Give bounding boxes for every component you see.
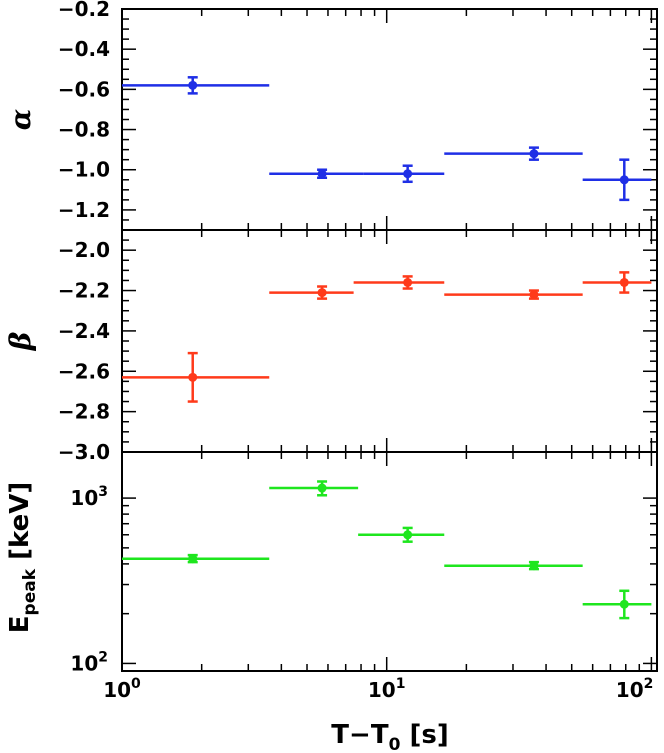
y-tick-label: −1.0 [58, 158, 110, 182]
y-tick-label: −1.2 [58, 198, 110, 222]
point-marker [403, 169, 413, 179]
point-marker [619, 599, 629, 609]
point-marker [188, 80, 198, 90]
point-marker [188, 554, 198, 564]
data-point [269, 285, 354, 300]
y-tick-label: −2.0 [58, 238, 110, 262]
y-tick-label: −0.4 [58, 37, 110, 61]
panel-frame [121, 451, 658, 672]
data-point [582, 589, 652, 620]
data-point [582, 158, 652, 202]
x-tick-label: 102 [616, 676, 654, 702]
panels-group: −1.2 −1.0 −0.8 −0.6 −0.4 −0.2 α −3.0 −2.8 −2.6 −2.… [4, 0, 658, 675]
panel-frame [121, 8, 658, 231]
data-point [353, 275, 445, 290]
y-tick-label: −2.4 [58, 319, 110, 343]
y-tick-label: −0.6 [58, 77, 110, 101]
data-point [122, 351, 270, 403]
data-point [582, 271, 652, 294]
point-marker [529, 561, 539, 571]
point-marker [403, 530, 413, 540]
data-point [358, 526, 445, 543]
panel-beta: −3.0 −2.8 −2.6 −2.4 −2.2 −2.0 β [4, 229, 658, 464]
x-tick-label: 100 [103, 676, 141, 702]
point-marker [317, 483, 327, 493]
point-marker [619, 277, 629, 287]
point-marker [188, 372, 198, 382]
y-axis-title: α [4, 109, 37, 131]
data-point [444, 289, 583, 300]
y-tick-label: 102 [70, 649, 108, 675]
y-tick-label: −0.8 [58, 118, 110, 142]
point-marker [529, 290, 539, 300]
point-marker [619, 175, 629, 185]
y-tick-label: −2.8 [58, 400, 110, 424]
panel-alpha: −1.2 −1.0 −0.8 −0.6 −0.4 −0.2 α [4, 0, 658, 231]
data-point [269, 168, 364, 180]
point-marker [317, 169, 327, 179]
panel-epeak: 102 103 Epeak [keV] [5, 451, 658, 675]
y-tick-label: −0.2 [58, 0, 110, 21]
data-point [444, 146, 583, 161]
data-point [444, 560, 583, 571]
data-point [122, 76, 270, 95]
x-axis-title: T−T0 [s] [331, 720, 448, 753]
x-tick-label: 101 [368, 676, 406, 702]
y-axis-title: β [4, 331, 37, 351]
point-marker [317, 288, 327, 298]
y-tick-label: −3.0 [58, 440, 110, 464]
data-point [363, 164, 445, 184]
point-marker [529, 149, 539, 159]
point-marker [403, 277, 413, 287]
data-point [122, 553, 270, 564]
panel-frame [121, 229, 658, 453]
y-tick-label: 103 [70, 484, 108, 510]
y-tick-label: −2.6 [58, 359, 110, 383]
y-axis-title: Epeak [keV] [5, 482, 40, 633]
y-tick-label: −2.2 [58, 279, 110, 303]
data-point [269, 480, 359, 497]
